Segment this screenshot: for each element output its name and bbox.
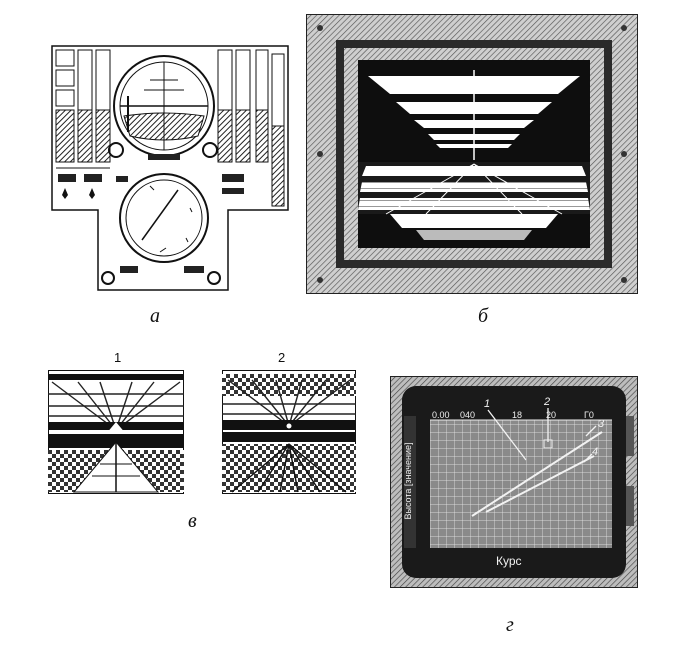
- scale-label-2: 18: [512, 410, 523, 420]
- caption-v: в: [188, 510, 197, 532]
- panel-outline: [51, 45, 289, 291]
- callout-4: 4: [592, 446, 599, 458]
- caption-a: а: [150, 305, 160, 327]
- bottom-axis-label: Курс: [496, 554, 522, 568]
- attitude-indicator: [108, 55, 218, 160]
- scale-label-3: 20: [546, 410, 557, 420]
- caption-b: б: [478, 305, 489, 327]
- display-label-2: 2: [278, 350, 286, 365]
- display-housing-figure: [306, 14, 638, 294]
- instrument-panel-figure: [51, 45, 289, 291]
- callout-2: 2: [544, 396, 551, 408]
- display-label-1: 1: [114, 350, 122, 365]
- horizon-display-1: [48, 370, 184, 494]
- right-instrument-column: [217, 49, 285, 207]
- horizon-display-2: [222, 370, 356, 494]
- scale-label-0: 0.00: [432, 410, 450, 420]
- ground-grid: [358, 162, 590, 240]
- sky-bars: [368, 70, 580, 160]
- caption-g: г: [506, 614, 514, 636]
- heading-indicator: [101, 173, 221, 285]
- grid-display-figure: [390, 376, 638, 588]
- callout-1: 1: [484, 398, 491, 410]
- callout-3: 3: [598, 418, 605, 430]
- left-instrument-column: [55, 49, 111, 199]
- vertical-axis-label: Высота [значение]: [403, 442, 413, 520]
- housing-screws: [317, 25, 627, 283]
- scale-label-1: 040: [460, 410, 476, 420]
- scale-label-4: Г0: [584, 410, 594, 420]
